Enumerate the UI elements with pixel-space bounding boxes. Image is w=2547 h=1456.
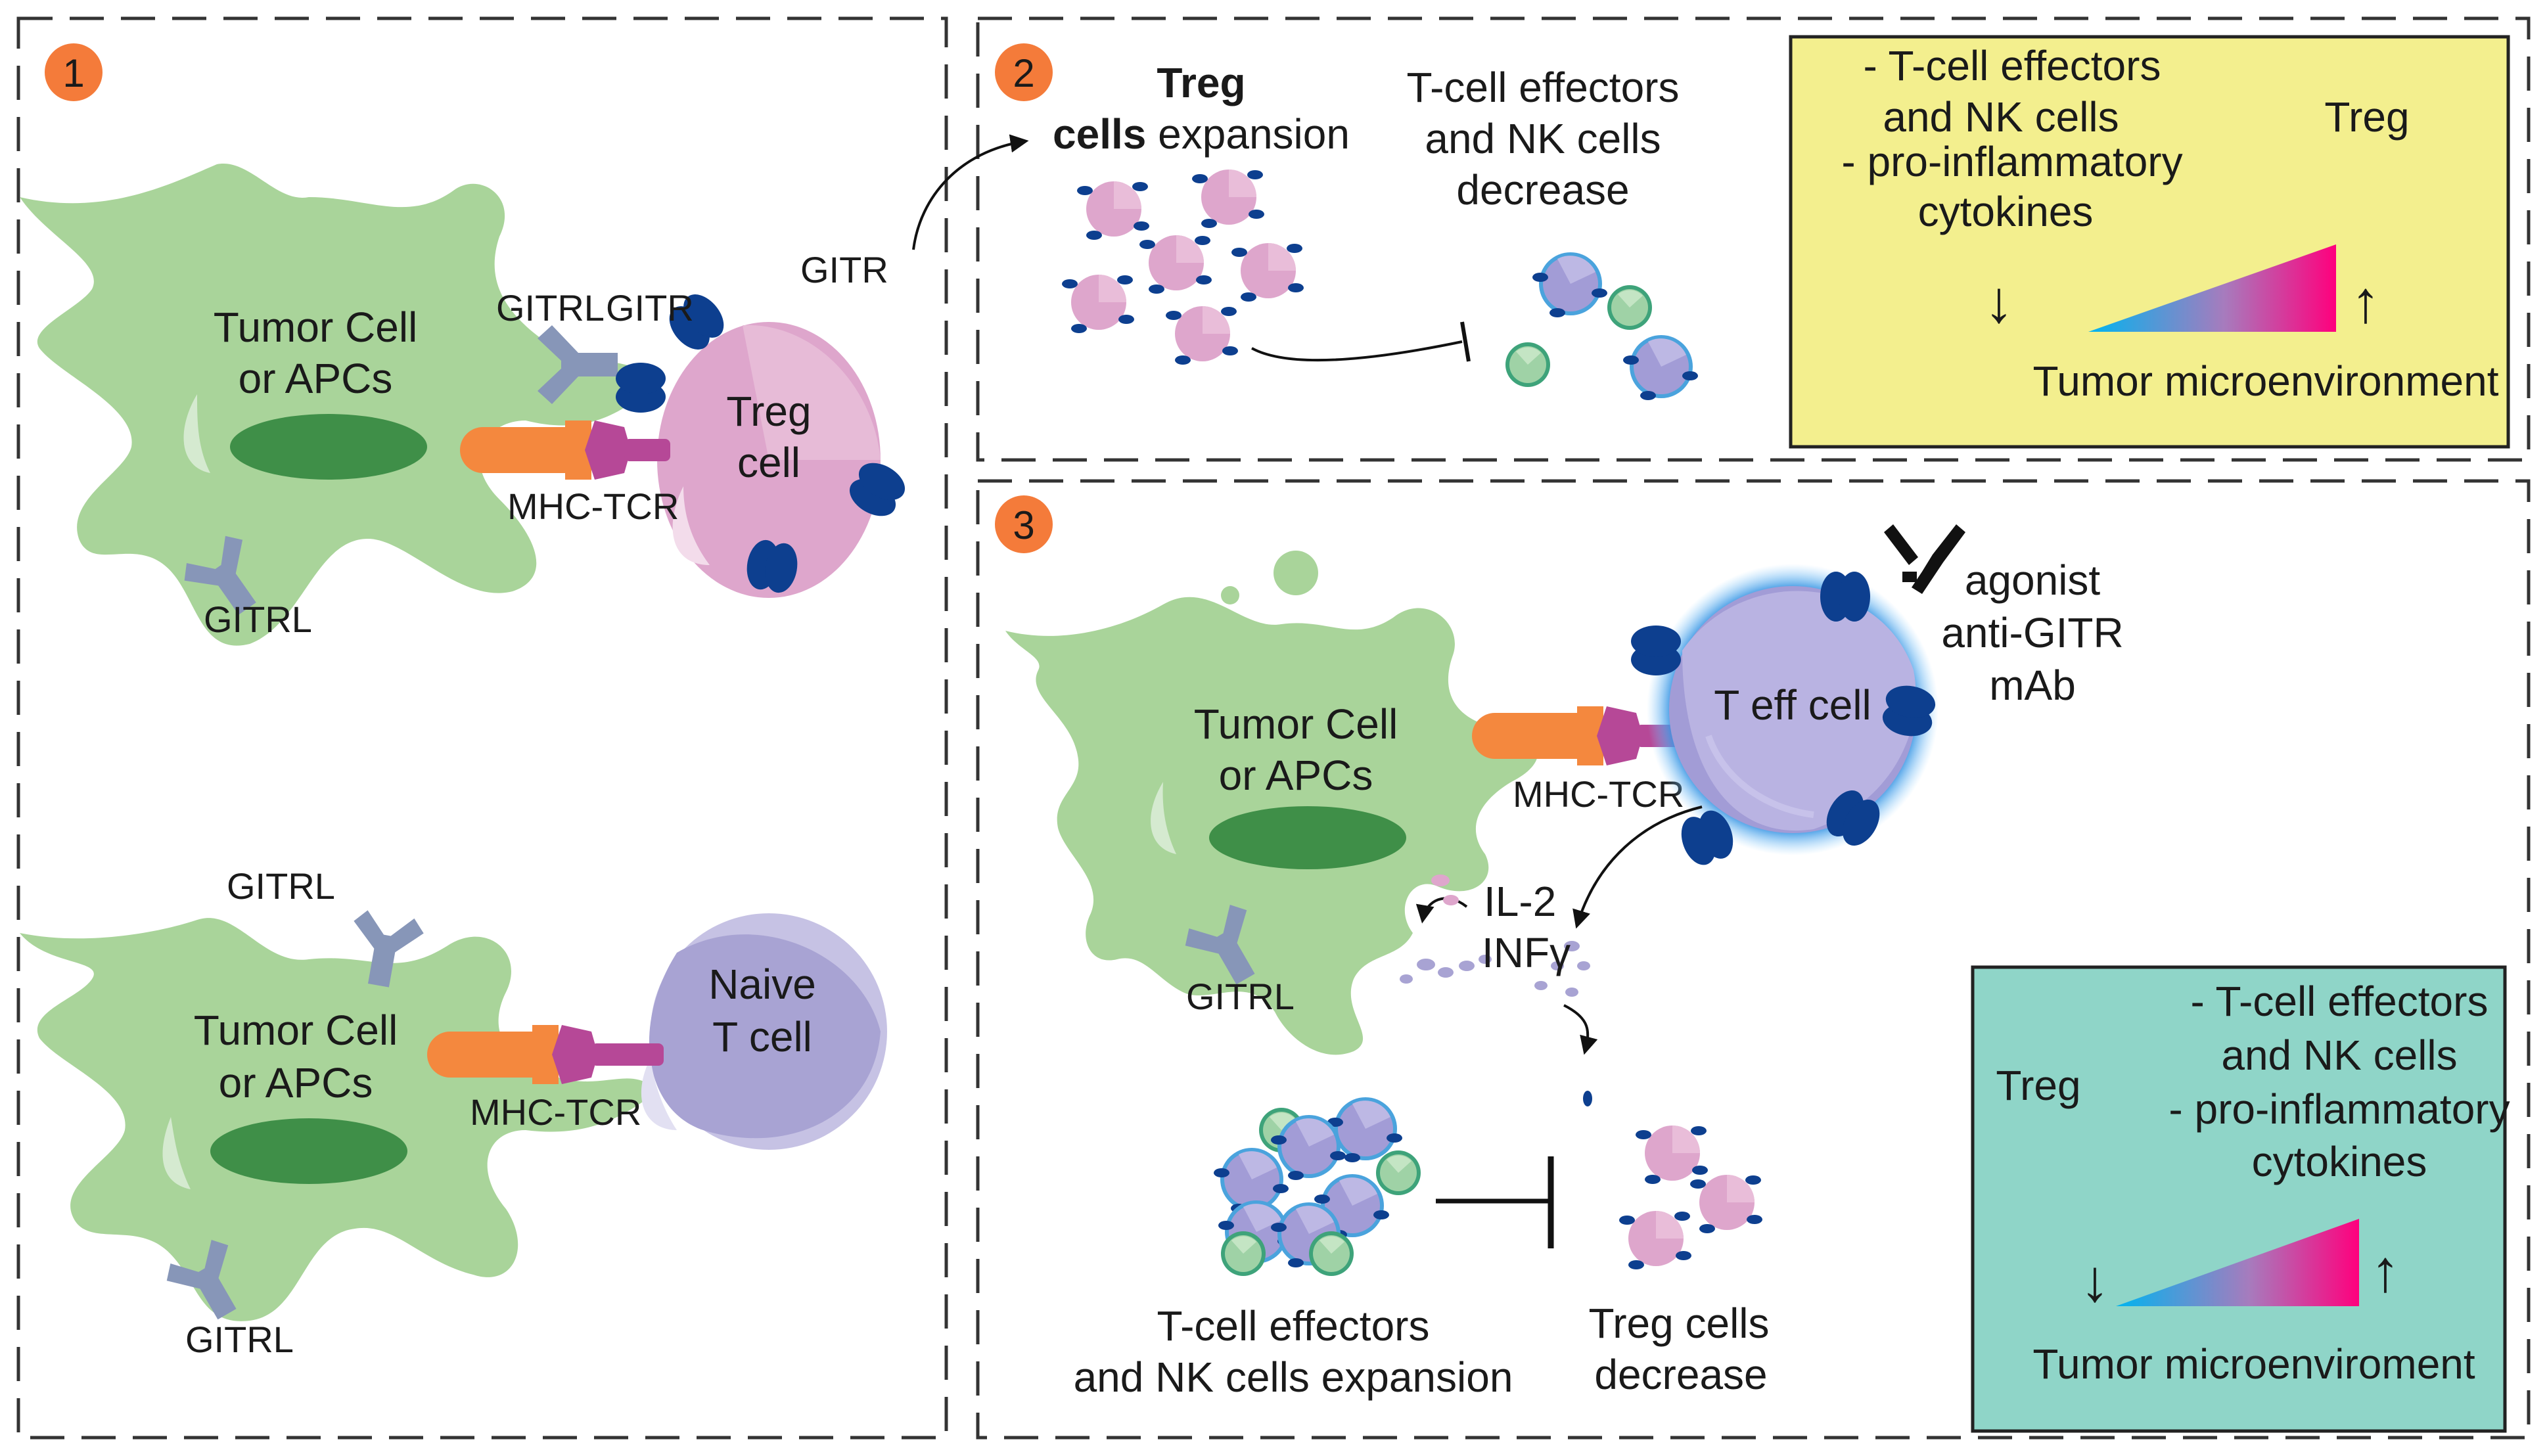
infg-label: INFγ [1482, 929, 1571, 976]
summary-box-2-treg: Treg [1996, 1062, 2080, 1109]
treg-cell-label-2: cell [737, 439, 800, 486]
treg-decrease-label-1: Treg cells [1588, 1300, 1769, 1347]
gitrl-label-top-bottom: GITRL [204, 599, 312, 640]
tumor-cell-panel3 [1005, 551, 1538, 1055]
gitrl-label-top: GITRL [496, 287, 605, 329]
gitr-receptor-interacting [616, 363, 666, 413]
summary-box-2-line-4: cytokines [2252, 1138, 2427, 1185]
agonist-label-2: anti-GITR [1941, 609, 2123, 656]
agonist-label-3: mAb [1989, 662, 2076, 709]
summary-box-1-line-3: - pro-inflammatory [1841, 138, 2182, 185]
mhc-tcr-label-panel3: MHC-TCR [1513, 773, 1684, 815]
panel-2-frame [976, 16, 2531, 462]
effectors-expansion-label-1: T-cell effectors [1157, 1302, 1430, 1350]
naive-t-cell [641, 913, 887, 1150]
agonist-label-1: agonist [1965, 557, 2101, 604]
mhc-tcr-complex-top [460, 421, 670, 480]
summary-box-2-down-arrow: ↓ [2080, 1248, 2110, 1314]
mhc-tcr-label-top: MHC-TCR [507, 486, 679, 527]
treg-cluster-reduced [1619, 1126, 1762, 1269]
tumor-cell-top-label-1: Tumor Cell [214, 304, 418, 351]
gitr-label-right: GITR [800, 249, 888, 290]
tumor-cell-panel3-label-1: Tumor Cell [1194, 700, 1398, 748]
summary-box-1-line-1: - T-cell effectors [1864, 42, 2161, 89]
summary-box-treg-dominant: - T-cell effectors and NK cells - pro-in… [1789, 35, 2510, 449]
il2-label: IL-2 [1484, 878, 1556, 925]
treg-decrease-label-2: decrease [1594, 1351, 1767, 1398]
summary-box-1-down-arrow: ↓ [1985, 269, 2014, 335]
summary-box-2-line-2: and NK cells [2221, 1032, 2457, 1079]
panel-1: 1 Tumor Cell or APCs Treg cell [20, 43, 911, 1360]
summary-box-1-line-2: and NK cells [1883, 93, 2119, 141]
arrow-panel1-to-panel2 [912, 134, 1029, 250]
tumor-cell-bottom-label-2: or APCs [219, 1059, 373, 1106]
arrow-cytokines-down [1563, 1004, 1598, 1055]
effectors-decrease-label-1: T-cell effectors [1407, 64, 1680, 111]
gitr-label-top: GITR [606, 287, 694, 329]
gitrl-label-bottom-bottom: GITRL [185, 1319, 294, 1360]
tumor-cell-panel3-label-2: or APCs [1219, 752, 1373, 799]
treg-cell-label-1: Treg [726, 388, 811, 435]
svg-text:1: 1 [62, 51, 84, 95]
summary-box-effector-dominant: - T-cell effectors and NK cells - pro-in… [1971, 965, 2510, 1433]
effectors-decrease-label-2: and NK cells [1425, 115, 1661, 162]
gitrl-label-panel3: GITRL [1186, 976, 1295, 1017]
inhibition-arrow-panel2 [1251, 321, 1471, 362]
summary-box-1-line-4: cytokines [1918, 188, 2094, 235]
summary-box-1-caption: Tumor microenvironment [2033, 357, 2499, 405]
summary-box-1-treg: Treg [2324, 93, 2409, 141]
effectors-decrease-label-3: decrease [1456, 166, 1629, 214]
svg-text:3: 3 [1013, 503, 1034, 547]
gitrl-label-bottom-top: GITRL [227, 865, 335, 907]
panel-3: 3 Tumor Cell or APCs GITRL MHC-TCR [995, 495, 2510, 1433]
summary-box-2-line-1: - T-cell effectors [2191, 978, 2489, 1025]
summary-box-1-up-arrow: ↑ [2351, 269, 2381, 335]
treg-cluster-expanded [1062, 170, 1304, 365]
panel-1-badge: 1 [45, 43, 103, 101]
panel-2-badge: 2 [995, 43, 1053, 101]
panel-1-frame [16, 16, 948, 1440]
arrow-cytokines-to-tumor [1415, 897, 1468, 924]
panel-3-badge: 3 [995, 495, 1053, 553]
gitr-receptor-teff-top [1820, 572, 1870, 622]
naive-t-cell-label-2: T cell [712, 1013, 812, 1060]
arrow-teff-to-cytokines [1572, 806, 1703, 929]
summary-box-2-up-arrow: ↑ [2371, 1239, 2400, 1304]
antibody-icon [1884, 524, 1965, 594]
tumor-cell-bottom-label-1: Tumor Cell [194, 1007, 398, 1054]
tumor-cell-top-label-2: or APCs [239, 355, 393, 402]
treg-cell [657, 322, 881, 598]
treg-expansion-label-2: cells expansion [1053, 110, 1350, 158]
teff-cell-label: T eff cell [1714, 681, 1871, 729]
panel-2: 2 Treg cells expansion T-cell effectors … [995, 35, 2510, 449]
effector-cluster-expanded [1214, 1097, 1421, 1276]
naive-t-cell-label-1: Naive [708, 961, 816, 1008]
summary-box-2-line-3: - pro-inflammatory [2168, 1085, 2510, 1133]
gitr-receptor-teff-left [1631, 626, 1681, 675]
treg-expansion-label-1: Treg [1157, 59, 1245, 106]
effector-cluster-reduced [1505, 252, 1698, 400]
teff-cell [1647, 564, 1939, 855]
tumor-cell-bottom [20, 918, 657, 1321]
effectors-expansion-label-2: and NK cells expansion [1074, 1354, 1513, 1401]
mhc-tcr-complex-bottom [427, 1025, 664, 1084]
summary-box-2-gradient-wedge [2116, 1219, 2359, 1306]
panel-3-frame [976, 479, 2531, 1440]
mhc-tcr-label-bottom: MHC-TCR [470, 1091, 641, 1133]
mhc-tcr-complex-panel3 [1472, 706, 1709, 765]
svg-text:2: 2 [1013, 51, 1034, 95]
summary-box-2-caption: Tumor microenviroment [2032, 1340, 2475, 1388]
tumor-cell-top [20, 164, 657, 646]
cytokine-particles [1400, 875, 1592, 1106]
summary-box-1-gradient-wedge [2088, 244, 2336, 332]
inhibition-arrow-panel3 [1436, 1156, 1554, 1248]
